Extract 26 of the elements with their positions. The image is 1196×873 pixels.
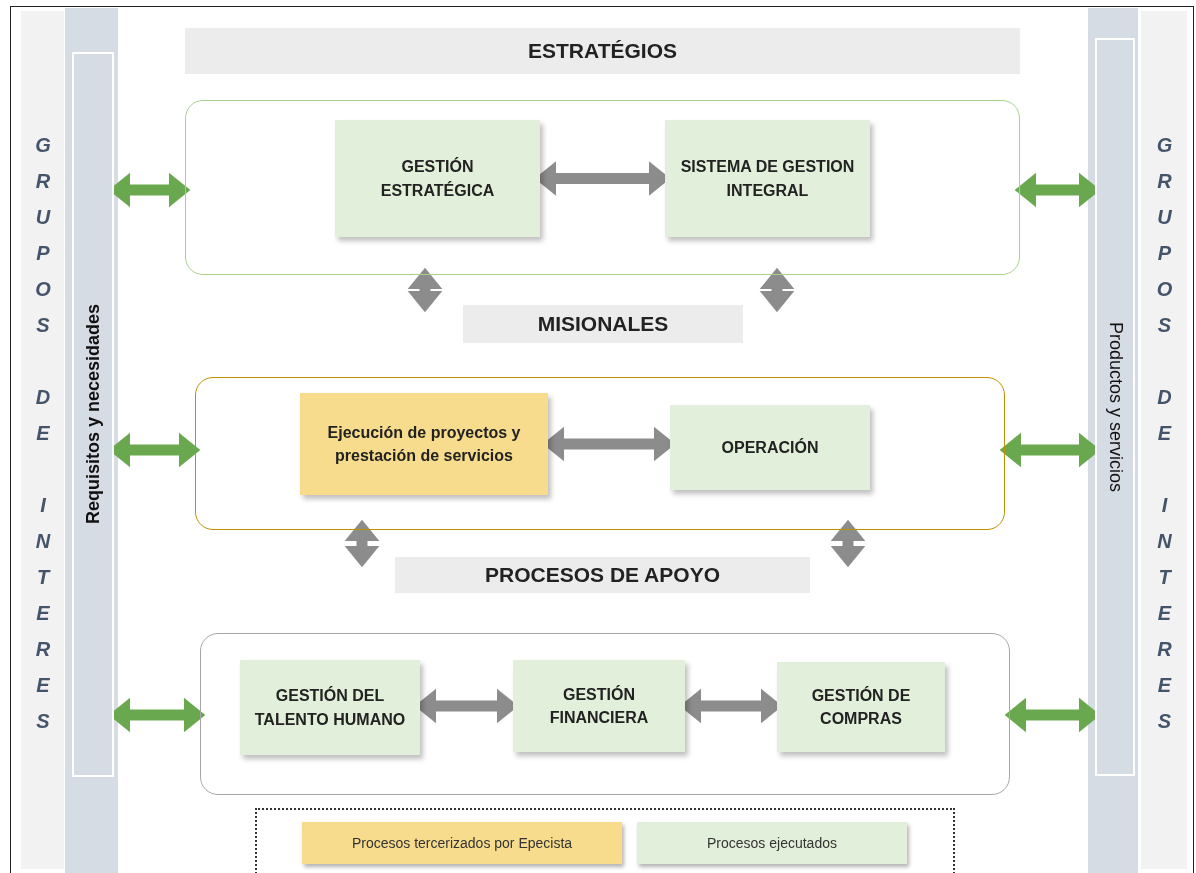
panel-label: Productos y servicios <box>1104 321 1126 493</box>
process-box: OPERACIÓN <box>670 405 870 490</box>
legend-item: Procesos tercerizados por Epecista <box>302 822 622 864</box>
section-heading: PROCESOS DE APOYO <box>395 557 810 593</box>
double-arrow <box>407 267 443 313</box>
double-arrow <box>344 519 380 568</box>
side-panel <box>1095 38 1135 776</box>
panel-label: Requisitos y necesidades <box>82 304 104 525</box>
process-group <box>200 557 1010 795</box>
double-arrow <box>759 267 795 313</box>
process-group <box>185 28 1020 275</box>
column-label: GRUPOS DE INTERES <box>31 134 54 746</box>
process-box: GESTIÓN ESTRATÉGICA <box>335 120 540 237</box>
section-heading: MISIONALES <box>463 305 743 343</box>
process-box: GESTIÓN DE COMPRAS <box>777 662 945 752</box>
column-label: GRUPOS DE INTERES <box>1152 134 1176 746</box>
process-box: Ejecución de proyectos y prestación de servicios <box>300 393 548 495</box>
side-panel <box>72 52 114 777</box>
double-arrow <box>830 519 866 568</box>
section-heading: ESTRATÉGIOS <box>185 28 1020 74</box>
process-group <box>195 305 1005 530</box>
process-box: SISTEMA DE GESTION INTEGRAL <box>665 120 870 237</box>
side-column <box>20 10 65 870</box>
process-box: GESTIÓN FINANCIERA <box>513 660 685 752</box>
legend-item: Procesos ejecutados <box>637 822 907 864</box>
process-box: GESTIÓN DEL TALENTO HUMANO <box>240 660 420 755</box>
